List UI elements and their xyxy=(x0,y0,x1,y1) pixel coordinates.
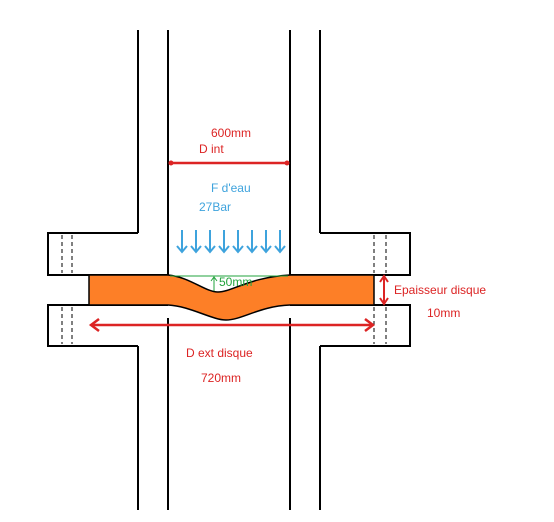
upper-bolt-holes xyxy=(61,235,387,273)
outer-diameter-dimension xyxy=(88,318,376,332)
pressure-arrows xyxy=(176,230,286,254)
inner-diameter-name: D int xyxy=(199,142,224,156)
water-force-label: F d'eau xyxy=(211,181,251,195)
deflection-marker xyxy=(170,275,288,291)
lower-bolt-holes xyxy=(61,307,387,344)
thickness-name: Epaisseur disque xyxy=(394,283,486,297)
pressure-value: 27Bar xyxy=(199,200,231,214)
upper-pipe xyxy=(137,30,321,233)
outer-diameter-value: 720mm xyxy=(201,371,241,385)
upper-flange xyxy=(47,232,411,276)
thickness-value: 10mm xyxy=(427,306,460,320)
inner-diameter-value: 600mm xyxy=(211,126,251,140)
inner-diameter-dimension xyxy=(168,160,290,166)
rupture-disc xyxy=(88,274,375,321)
lower-pipe xyxy=(137,318,321,510)
deflection-value: 50mm xyxy=(219,275,252,289)
outer-diameter-name: D ext disque xyxy=(186,346,253,360)
thickness-dimension xyxy=(379,274,389,306)
